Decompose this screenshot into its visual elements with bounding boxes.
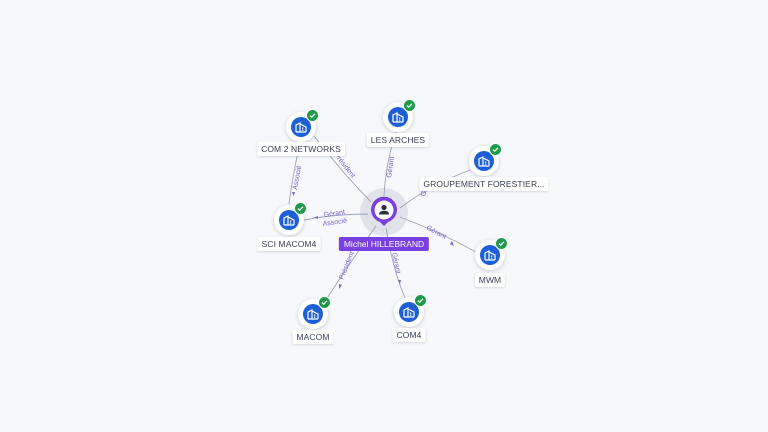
building-icon (291, 117, 311, 137)
relation-label: Président (338, 251, 356, 281)
company-label[interactable]: SCI MACOM4 (257, 237, 321, 251)
person-label[interactable]: Michel HILLEBRAND (338, 237, 430, 251)
relation-label: Président (332, 152, 356, 180)
arrow-sci (314, 216, 318, 219)
arrow-sci-from-com2 (292, 192, 295, 196)
company-label[interactable]: COM 2 NETWORKS (257, 142, 345, 156)
relation-label: Gérant (323, 209, 345, 219)
relation-label: Gérant (390, 252, 401, 274)
verified-check-icon (414, 294, 427, 307)
relation-label: Associé (292, 165, 303, 190)
building-icon (399, 302, 419, 322)
verified-check-icon (489, 143, 502, 156)
building-icon (480, 245, 500, 265)
company-label[interactable]: COM4 (392, 328, 426, 342)
arrow-macom (339, 284, 342, 289)
company-node-groupement[interactable] (469, 143, 502, 176)
arrow-mwm (450, 241, 454, 246)
relation-label: Associé (322, 218, 347, 228)
company-label[interactable]: GROUPEMENT FORESTIER... (419, 177, 549, 191)
company-label[interactable]: MACOM (292, 330, 334, 344)
edge-center-mwm (399, 216, 477, 253)
company-node-scimacom4[interactable] (274, 202, 307, 235)
relation-label: Gérant (386, 156, 396, 178)
building-icon (474, 151, 494, 171)
verified-check-icon (294, 202, 307, 215)
company-node-lesarches[interactable] (383, 99, 416, 132)
company-node-com2networks[interactable] (286, 109, 319, 142)
verified-check-icon (306, 109, 319, 122)
person-icon (379, 204, 389, 215)
company-label[interactable]: MWM (474, 273, 506, 287)
person-node[interactable] (368, 196, 400, 228)
verified-check-icon (318, 296, 331, 309)
verified-check-icon (403, 99, 416, 112)
relation-label: Gé (420, 186, 431, 198)
building-icon (388, 107, 408, 127)
edge-center-com4 (385, 227, 406, 299)
company-node-mwm[interactable] (475, 237, 508, 270)
company-node-com4[interactable] (394, 294, 427, 327)
company-node-macom[interactable] (298, 296, 331, 329)
building-icon (303, 304, 323, 324)
company-label[interactable]: LES ARCHES (366, 133, 430, 147)
arrow-com4 (398, 280, 401, 284)
verified-check-icon (495, 237, 508, 250)
edge-center-sci (303, 213, 369, 221)
building-icon (279, 210, 299, 230)
